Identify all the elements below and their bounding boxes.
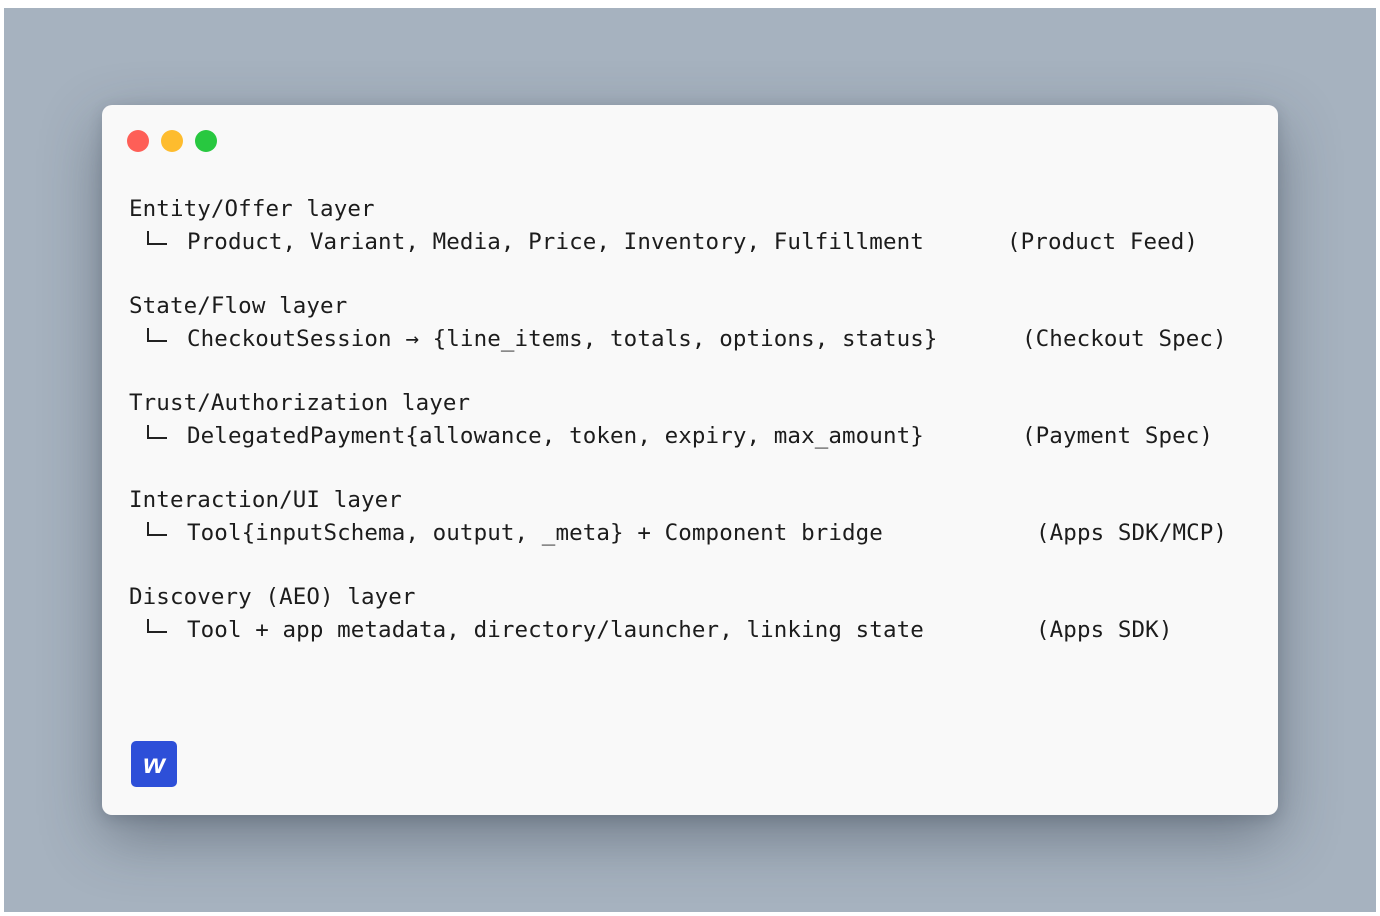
minimize-button[interactable] [161,130,183,152]
layer-item: Interaction/UI layer Tool{inputSchema, o… [129,484,1227,581]
layer-detail: Product, Variant, Media, Price, Inventor… [187,229,924,255]
layer-detail-line: CheckoutSession → {line_items, totals, o… [129,323,1227,356]
layer-title: Discovery (AEO) layer [129,584,416,610]
maximize-button[interactable] [195,130,217,152]
layer-detail: Tool{inputSchema, output, _meta} + Compo… [187,520,883,546]
layer-title: Interaction/UI layer [129,487,402,513]
layer-title: Trust/Authorization layer [129,390,471,416]
layer-detail-line: Product, Variant, Media, Price, Inventor… [129,226,1198,259]
layer-spec: (Product Feed) [1007,229,1199,255]
layer-spec: (Apps SDK) [1036,617,1173,643]
layer-list: Entity/Offer layer Product, Variant, Med… [129,193,1227,678]
tree-branch-icon [147,231,167,245]
tree-branch-icon [147,619,167,633]
layer-spec: (Apps SDK/MCP) [1036,520,1228,546]
layer-spec: (Checkout Spec) [1022,326,1227,352]
layer-detail-line: Tool + app metadata, directory/launcher,… [129,614,1172,647]
logo-icon: w [131,741,177,787]
layer-detail-line: Tool{inputSchema, output, _meta} + Compo… [129,517,1227,550]
layer-item: Entity/Offer layer Product, Variant, Med… [129,193,1198,290]
tree-branch-icon [147,425,167,439]
layer-title: State/Flow layer [129,293,348,319]
layer-detail: Tool + app metadata, directory/launcher,… [187,617,924,643]
layer-title: Entity/Offer layer [129,196,375,222]
layer-detail: DelegatedPayment{allowance, token, expir… [187,423,924,449]
tree-branch-icon [147,328,167,342]
layer-detail: CheckoutSession → {line_items, totals, o… [187,326,938,352]
layer-item: Trust/Authorization layer DelegatedPayme… [129,387,1213,484]
layer-item: State/Flow layer CheckoutSession → {line… [129,290,1227,387]
window-controls [127,130,217,152]
layer-item: Discovery (AEO) layer Tool + app metadat… [129,581,1172,678]
layer-detail-line: DelegatedPayment{allowance, token, expir… [129,420,1213,453]
code-window: Entity/Offer layer Product, Variant, Med… [102,105,1278,815]
tree-branch-icon [147,522,167,536]
logo-letter: w [143,748,165,779]
close-button[interactable] [127,130,149,152]
layer-spec: (Payment Spec) [1022,423,1214,449]
